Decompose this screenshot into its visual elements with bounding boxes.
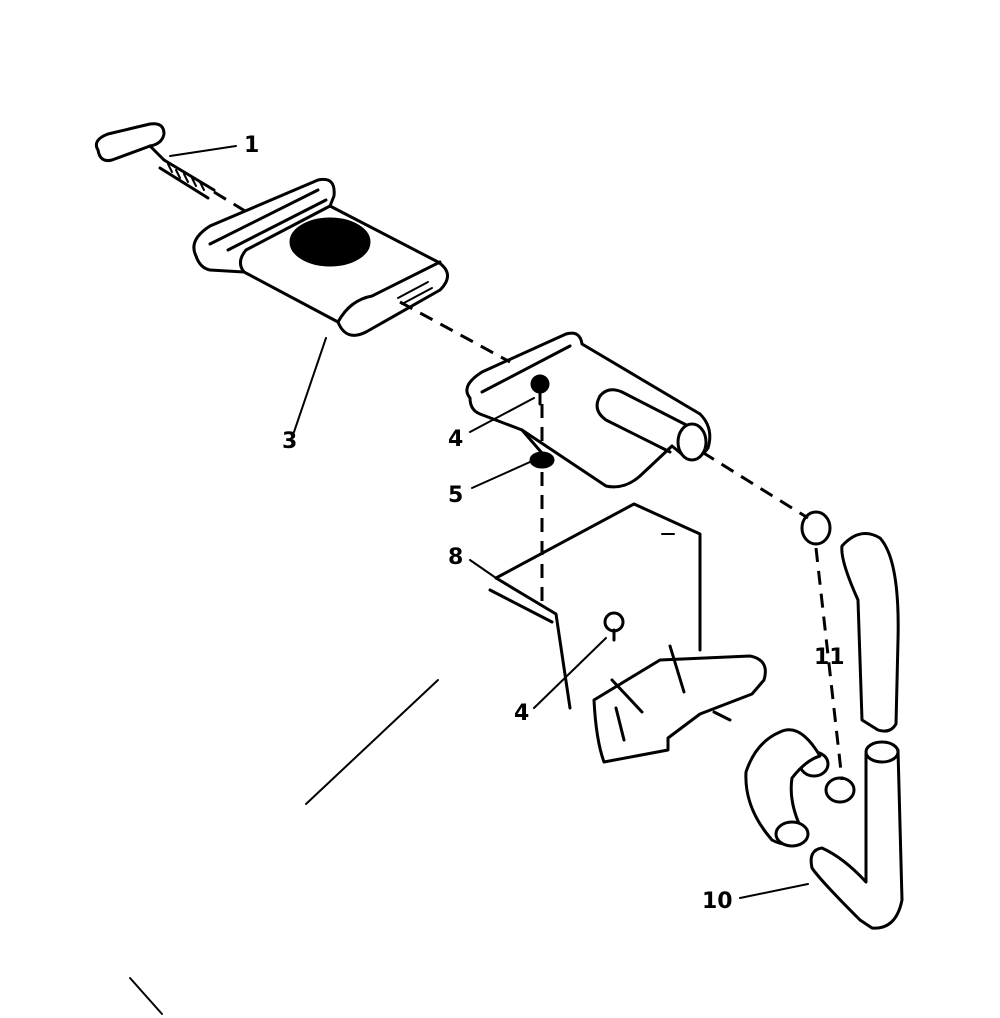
part-4-screw-upper (530, 374, 550, 406)
callout-10: 10 (702, 889, 733, 914)
part-5-nut (529, 451, 555, 469)
hose-straight (840, 532, 900, 733)
callout-4-upper: 4 (448, 427, 463, 452)
callout-3: 3 (282, 429, 297, 454)
leader-lines (169, 145, 809, 899)
part-10-hose-bent (744, 728, 904, 930)
part-11-clamp-upper (800, 510, 832, 546)
part-1-handle (94, 122, 216, 200)
callout-8: 8 (448, 545, 463, 570)
callout-1: 1 (244, 133, 259, 158)
callout-4-lower: 4 (514, 701, 529, 726)
callout-5: 5 (448, 483, 463, 508)
main-body (465, 331, 712, 489)
stray-marks (129, 679, 439, 1015)
part-3-cover (192, 177, 449, 337)
lower-bracket (592, 644, 767, 764)
part-4-screw-lower (603, 611, 625, 642)
assembly-lines (213, 190, 844, 781)
callout-11: 11 (814, 645, 845, 670)
